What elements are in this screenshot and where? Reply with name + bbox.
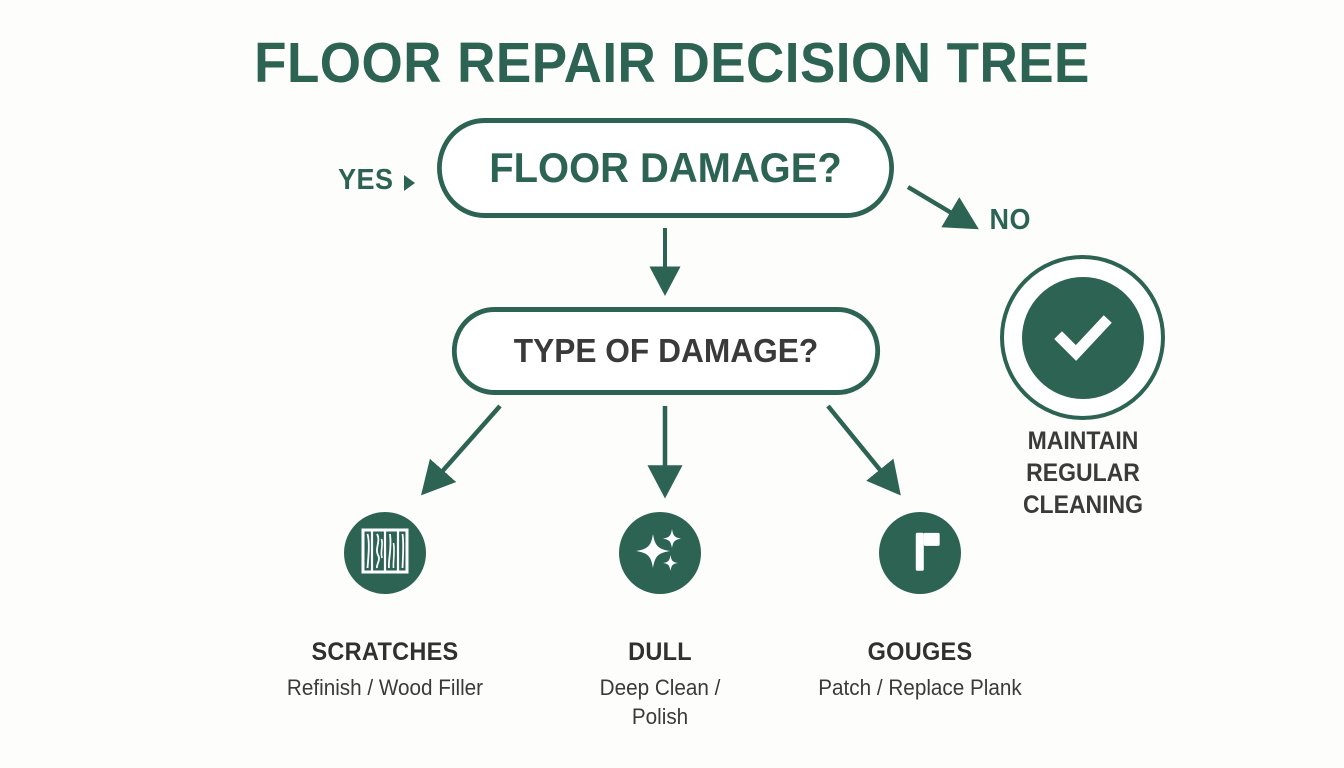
leaf-node-gouges[interactable]: GOUGES Patch / Replace Plank <box>810 512 1030 703</box>
branch-label-yes: YES <box>338 164 394 196</box>
arrow-type-to-gouges <box>826 404 901 496</box>
hammer-icon <box>893 524 947 583</box>
decision-node-type-of-damage[interactable]: TYPE OF DAMAGE? <box>451 307 881 395</box>
leaf-icon-circle-scratches <box>344 512 426 594</box>
leaf-node-scratches[interactable]: SCRATCHES Refinish / Wood Filler <box>275 512 495 703</box>
sparkles-icon <box>632 523 688 584</box>
arrow-root-to-no <box>906 185 979 230</box>
leaf-title-gouges: GOUGES <box>867 638 973 666</box>
decision-node-floor-damage[interactable]: FLOOR DAMAGE? <box>437 118 894 218</box>
arrow-type-to-scratches <box>421 404 502 496</box>
leaf-title-dull: DULL <box>628 638 692 666</box>
outcome-label-line-3: CLEANING <box>1022 491 1144 519</box>
check-circle-icon <box>1021 276 1144 399</box>
branch-label-no: NO <box>989 204 1031 236</box>
outcome-node-maintain[interactable] <box>1000 255 1165 420</box>
wood-grain-icon <box>359 525 411 582</box>
leaf-icon-circle-gouges <box>879 512 961 594</box>
page-title: FLOOR REPAIR DECISION TREE <box>254 31 1090 95</box>
caret-right-icon <box>404 175 415 191</box>
outcome-label-line-1: MAINTAIN <box>1027 427 1139 455</box>
leaf-remedy-gouges: Patch / Replace Plank <box>818 675 1022 700</box>
leaf-title-scratches: SCRATCHES <box>311 638 459 666</box>
leaf-remedy-dull: Deep Clean / Polish <box>599 675 721 729</box>
outcome-label-line-2: REGULAR <box>1026 459 1140 487</box>
leaf-remedy-scratches: Refinish / Wood Filler <box>286 675 484 700</box>
outcome-label-maintain: MAINTAIN REGULAR CLEANING <box>990 425 1176 521</box>
leaf-icon-circle-dull <box>619 512 701 594</box>
leaf-node-dull[interactable]: DULL Deep Clean / Polish <box>550 512 770 731</box>
